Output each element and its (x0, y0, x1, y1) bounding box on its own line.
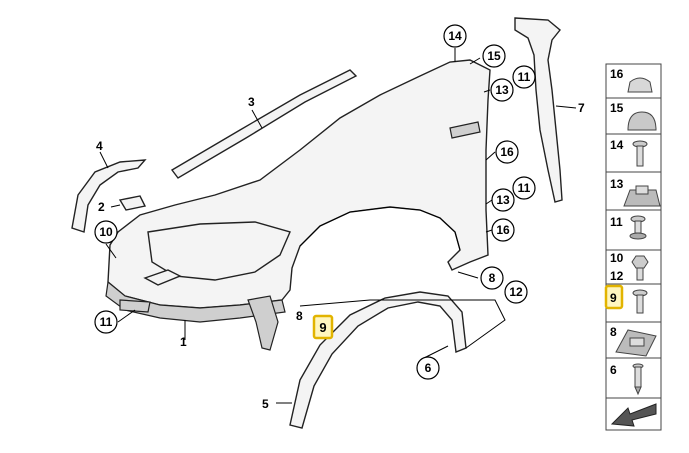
svg-text:13: 13 (610, 177, 624, 191)
svg-text:6: 6 (610, 363, 617, 377)
svg-text:15: 15 (487, 49, 501, 63)
svg-text:11: 11 (100, 315, 113, 329)
svg-text:11: 11 (610, 215, 623, 229)
dome-cap-icon (627, 111, 657, 131)
screw-icon (632, 140, 648, 167)
label-2: 2 (98, 200, 105, 214)
svg-text:10: 10 (610, 251, 624, 265)
fender-panel (105, 59, 491, 351)
svg-text:5: 5 (262, 397, 269, 411)
label-8: 8 (296, 309, 303, 323)
seal-strip (170, 69, 358, 179)
parts-panel: 16 15 14 13 (604, 63, 662, 431)
label-9-highlighted: 9 (312, 314, 334, 340)
svg-text:2: 2 (98, 200, 105, 214)
label-4: 4 (96, 139, 103, 153)
panel-item-8[interactable]: 8 (605, 321, 662, 359)
callout-8: 8 (480, 266, 504, 290)
label-7: 7 (578, 101, 585, 115)
callout-13-top: 13 (490, 78, 514, 102)
svg-text:8: 8 (610, 325, 617, 339)
label-1: 1 (180, 335, 187, 349)
svg-text:10: 10 (99, 225, 113, 239)
svg-text:8: 8 (296, 309, 303, 323)
panel-item-9[interactable]: 9 (604, 283, 662, 323)
clip-nut-icon (623, 185, 661, 207)
svg-text:15: 15 (610, 101, 624, 115)
panel-item-arrow[interactable] (605, 397, 662, 431)
svg-text:14: 14 (610, 138, 624, 152)
svg-text:12: 12 (610, 269, 624, 283)
seal-strip-vertical (514, 17, 577, 203)
callout-11-mid: 11 (512, 176, 536, 200)
label-5: 5 (262, 397, 269, 411)
cover-part (110, 195, 147, 211)
svg-text:1: 1 (180, 335, 187, 349)
svg-text:14: 14 (448, 29, 462, 43)
wheel-arch-trim (276, 291, 506, 429)
callout-13-mid: 13 (491, 188, 515, 212)
callout-16-mid: 16 (491, 218, 515, 242)
svg-text:9: 9 (610, 291, 617, 305)
spring-nut-icon (615, 329, 657, 357)
panel-item-6[interactable]: 6 (605, 357, 662, 399)
panel-item-16[interactable]: 16 (605, 63, 662, 99)
svg-text:12: 12 (509, 285, 523, 299)
callout-6: 6 (416, 356, 440, 380)
callout-14: 14 (443, 24, 467, 48)
arrow-icon (610, 403, 657, 427)
callout-11-top: 11 (512, 65, 536, 89)
panel-item-14[interactable]: 14 (605, 133, 662, 173)
expanding-rivet-icon (632, 363, 644, 396)
bolt-icon (629, 215, 647, 240)
svg-text:13: 13 (495, 83, 509, 97)
panel-item-10-12[interactable]: 10 12 (605, 249, 662, 285)
svg-text:13: 13 (496, 193, 510, 207)
callout-10: 10 (94, 220, 118, 244)
svg-text:3: 3 (248, 95, 255, 109)
svg-text:6: 6 (425, 361, 432, 375)
svg-text:8: 8 (489, 271, 496, 285)
panel-item-13[interactable]: 13 (605, 171, 662, 211)
cap-icon (627, 77, 653, 93)
label-3: 3 (248, 95, 255, 109)
panel-item-15[interactable]: 15 (605, 97, 662, 135)
svg-text:4: 4 (96, 139, 103, 153)
callout-16-top: 16 (495, 140, 519, 164)
svg-text:7: 7 (578, 101, 585, 115)
callout-11-bottom: 11 (94, 310, 118, 334)
svg-text:11: 11 (518, 181, 531, 195)
svg-text:16: 16 (610, 67, 624, 81)
leader-lines (105, 48, 496, 359)
bracket-part (71, 151, 147, 233)
svg-text:11: 11 (518, 70, 531, 84)
svg-text:9: 9 (319, 320, 326, 335)
panel-item-11[interactable]: 11 (605, 209, 662, 251)
svg-text:16: 16 (496, 223, 510, 237)
hex-bolt-icon (631, 255, 649, 281)
callout-15: 15 (482, 44, 506, 68)
callout-12: 12 (504, 280, 528, 304)
svg-text:16: 16 (500, 145, 514, 159)
screw-washer-icon (632, 289, 648, 314)
